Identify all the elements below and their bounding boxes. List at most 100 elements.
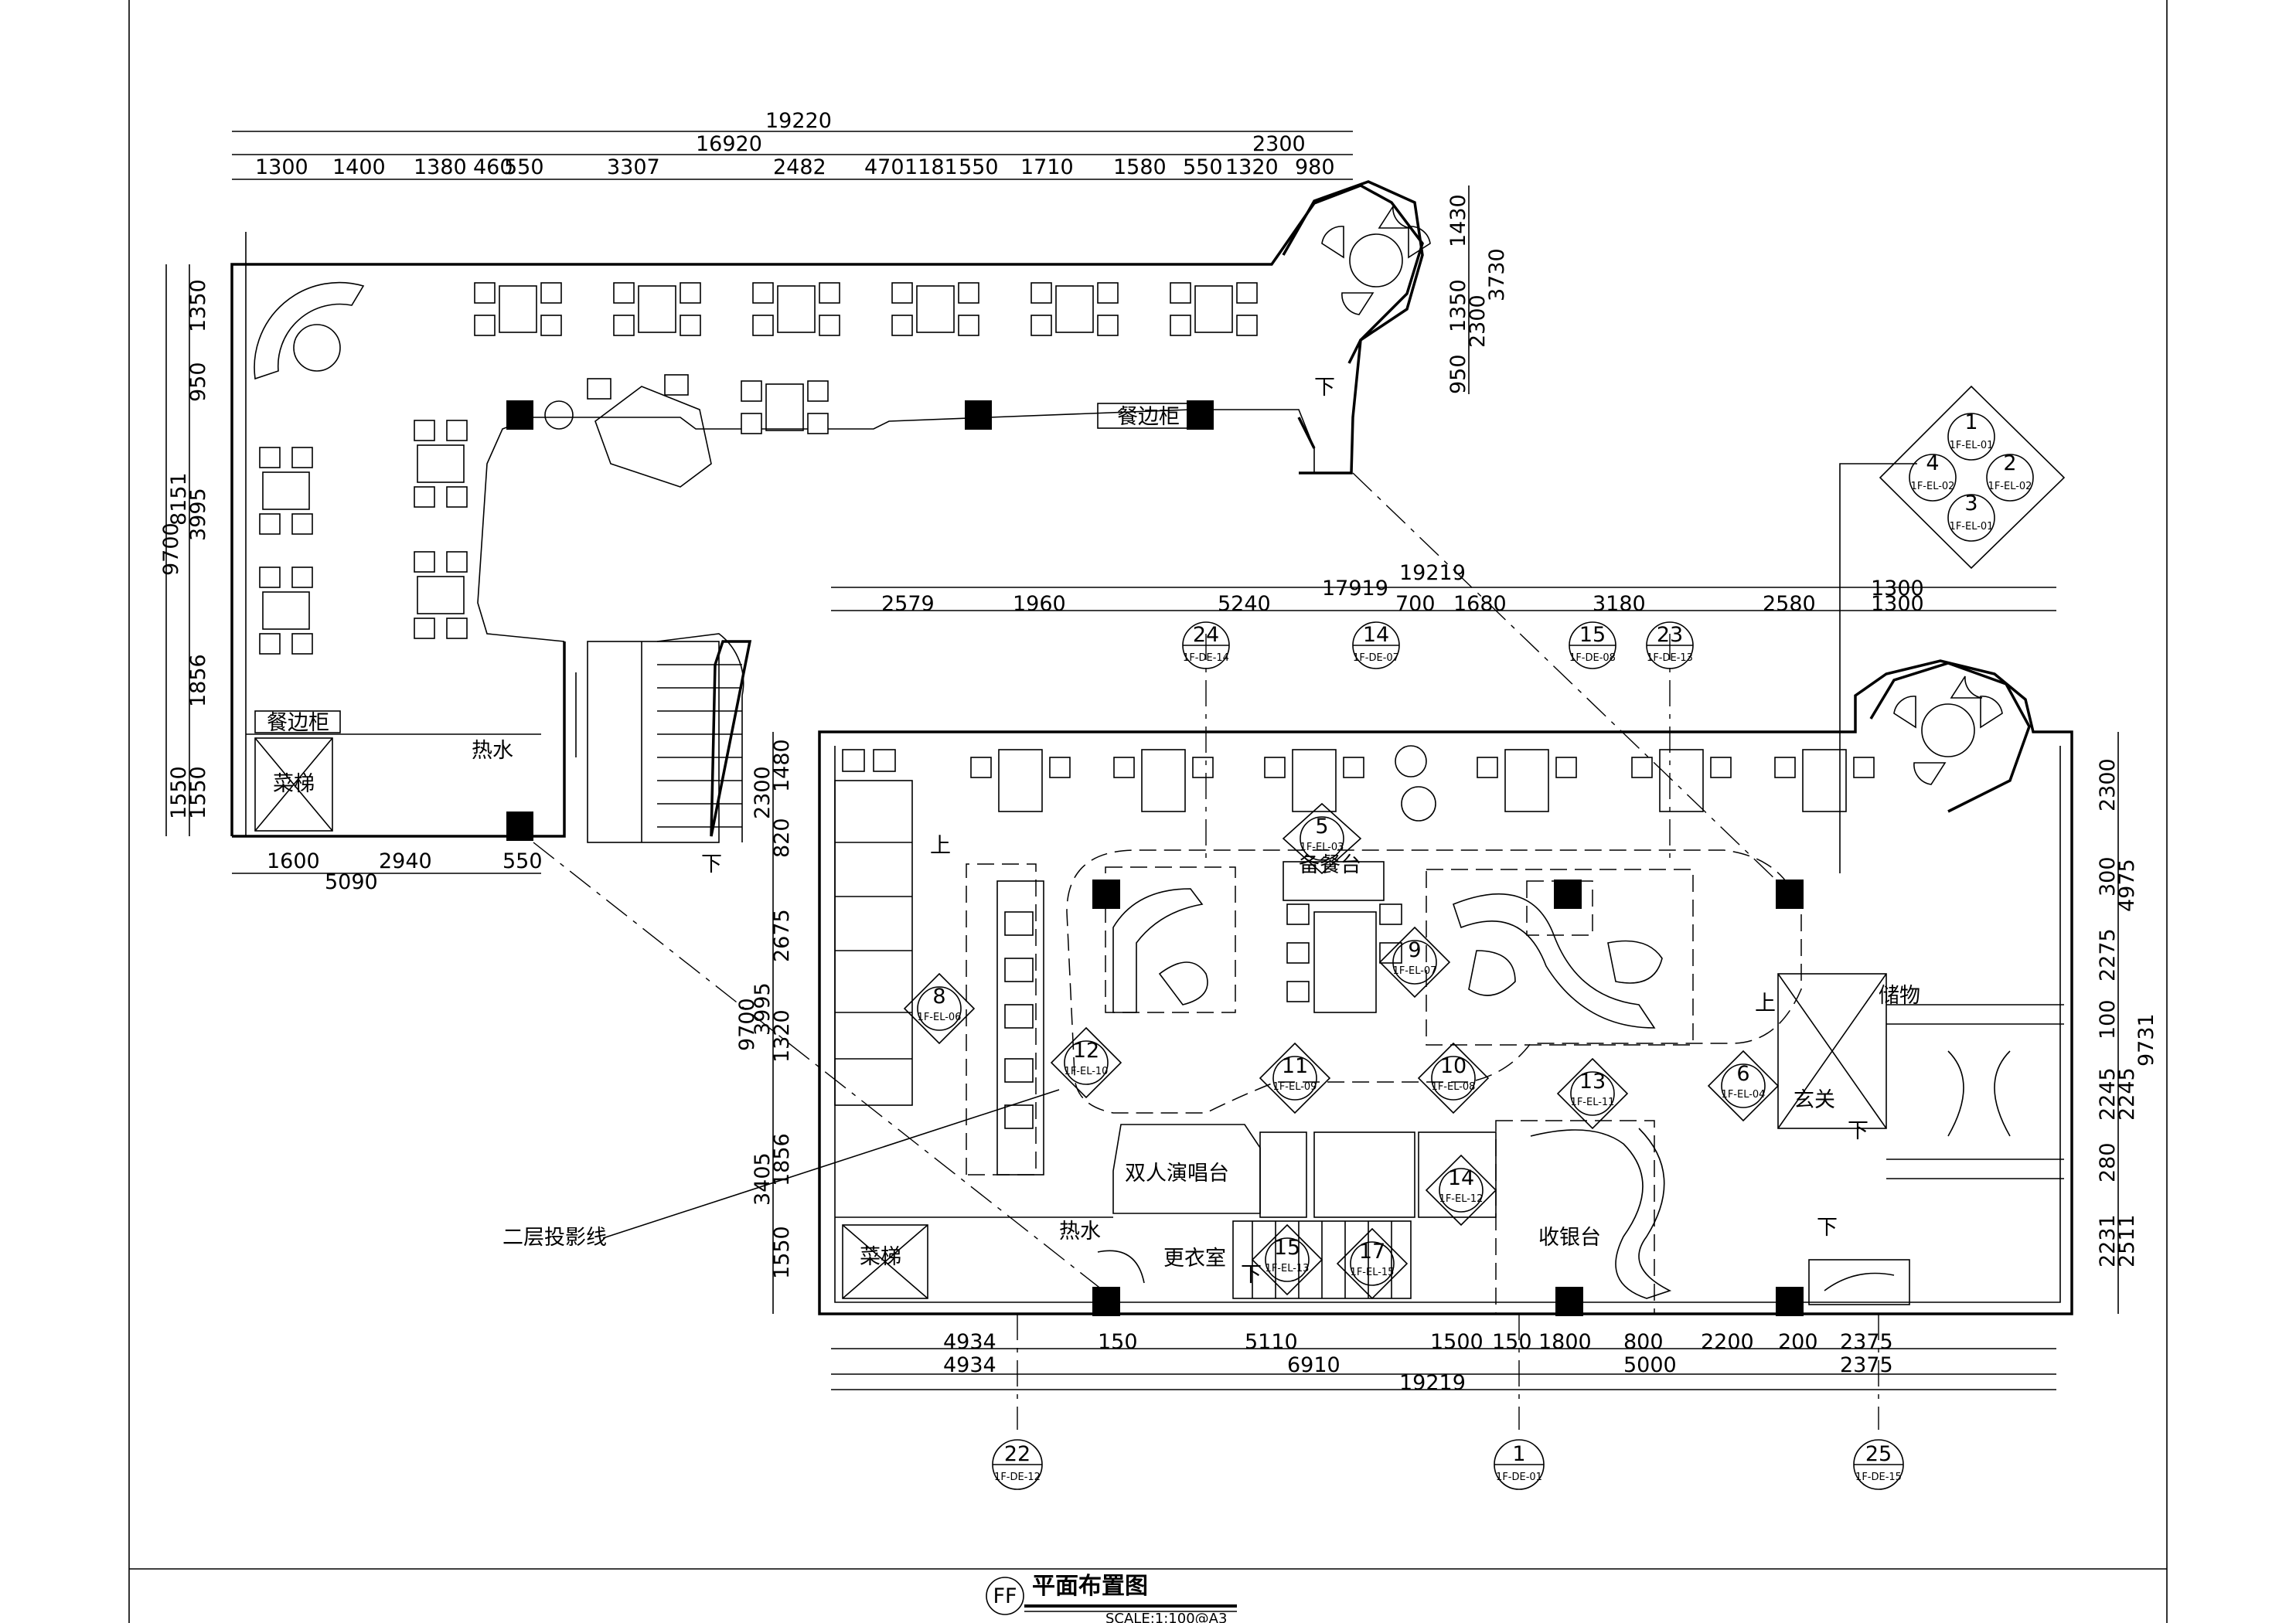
detail-ref: 1F-DE-13 <box>1647 652 1693 664</box>
entrance-label: 玄关 <box>1794 1088 1835 1112</box>
detail-ref: 1F-DE-15 <box>1855 1472 1902 1483</box>
upper-row3-dim: 1300 <box>255 155 308 179</box>
detail-ref: 1F-DE-01 <box>1496 1472 1542 1483</box>
up-mark: 上 <box>1755 992 1776 1016</box>
down-mark: 下 <box>1314 376 1335 400</box>
upper-right-col-dim: 2300 <box>1466 294 1490 348</box>
hot-water-lower-label: 热水 <box>1059 1220 1101 1244</box>
lower-bottom1-dim: 5110 <box>1245 1330 1298 1354</box>
lower-bottom1-dim: 2200 <box>1701 1330 1754 1354</box>
lower-floor-plan: 备餐台 双人演唱台 <box>544 400 2073 1316</box>
cashier-area: 收银台 <box>1495 1120 1672 1315</box>
lower-left-col-dim: 1320 <box>770 1009 794 1063</box>
key-ref: 1F-EL-02 <box>1911 481 1955 492</box>
lower-bottom1-dim: 2375 <box>1840 1330 1893 1354</box>
upper-row3-dim: 1380 <box>414 155 467 179</box>
lower-left-col-dim: 2675 <box>770 909 794 962</box>
lower-row3-dim: 2580 <box>1763 592 1816 616</box>
lower-right-col-dim: 4975 <box>2115 859 2139 912</box>
drawing-title-block: FF 平面布置图 SCALE:1:100@A3 <box>986 1573 1237 1623</box>
upper-row3-dim: 1400 <box>332 155 386 179</box>
upper-left-col-dim: 950 <box>186 362 210 402</box>
lower-right-col-dim: 2275 <box>2096 928 2120 982</box>
title-badge: FF <box>993 1584 1017 1608</box>
lower-bottom2-dim: 5000 <box>1623 1353 1677 1377</box>
lower-row3-dim: 5240 <box>1218 592 1271 616</box>
key-ref: 1F-EL-02 <box>1988 481 2032 492</box>
detail-number: 15 <box>1579 623 1606 647</box>
tag-number: 11 <box>1282 1054 1308 1078</box>
lower-row3-dim: 1300 <box>1871 592 1924 616</box>
lower-row3-dim: 1680 <box>1453 592 1507 616</box>
lower-row3-dim: 1960 <box>1013 592 1066 616</box>
down-mark: 下 <box>1817 1216 1838 1240</box>
key-ref: 1F-EL-01 <box>1950 521 1994 532</box>
tag-ref: 1F-EL-07 <box>1393 965 1437 977</box>
projection-line-label: 二层投影线 <box>502 1226 607 1250</box>
detail-ref: 1F-DE-07 <box>1353 652 1399 664</box>
detail-number: 25 <box>1865 1442 1892 1466</box>
lower-octagon-room <box>1869 662 2031 813</box>
dumbwaiter-upper-label: 菜梯 <box>273 772 315 796</box>
upper-left-col-dim: 1550 <box>167 766 191 819</box>
detail-ref: 1F-DE-08 <box>1569 652 1616 664</box>
lower-bottom2-dim: 4934 <box>943 1353 996 1377</box>
sideboard-top-label: 餐边柜 <box>1117 405 1180 429</box>
lower-right-col-dim: 300 <box>2096 856 2120 897</box>
lower-bottom1-dim: 150 <box>1492 1330 1532 1354</box>
tag-ref: 1F-EL-09 <box>1273 1081 1317 1093</box>
lower-right-col-dim: 100 <box>2096 999 2120 1039</box>
lower-dimensions: 19219 17919 1300 2579 1960 5240 700 1680… <box>735 561 2158 1395</box>
upper-bottom-dim: 1600 <box>267 849 320 873</box>
sheet-frame <box>128 0 2168 1623</box>
detail-number: 14 <box>1363 623 1389 647</box>
lower-overall-dim: 19219 <box>1399 561 1466 585</box>
upper-right-col-dim: 1430 <box>1446 194 1470 247</box>
lower-left-col-dim: 3405 <box>751 1152 775 1206</box>
upper-row3-dim: 1580 <box>1113 155 1167 179</box>
key-number: 4 <box>1926 451 1939 475</box>
upper-row3-dim: 460 <box>473 155 513 179</box>
lower-left-col-dim: 1856 <box>770 1133 794 1186</box>
lower-left-col-dim: 1480 <box>770 739 794 792</box>
upper-right-col-dim: 950 <box>1446 354 1470 394</box>
upper-bottom-total-dim: 5090 <box>325 870 378 894</box>
stage: 双人演唱台 <box>1112 1124 1261 1214</box>
lower-row3-dim: 2579 <box>881 592 935 616</box>
upper-left-col-dim: 1550 <box>186 766 210 819</box>
lower-bottom1-dim: 200 <box>1778 1330 1818 1354</box>
upper-row3-dim: 550 <box>959 155 999 179</box>
tag-number: 12 <box>1073 1039 1099 1063</box>
cashier-label: 收银台 <box>1538 1226 1601 1250</box>
tag-ref: 1F-EL-12 <box>1439 1193 1484 1205</box>
upper-stair <box>575 633 744 843</box>
tag-number: 14 <box>1448 1166 1474 1190</box>
lower-right-col-dim: 2245 <box>2115 1067 2139 1121</box>
tag-ref: 1F-EL-13 <box>1266 1263 1310 1274</box>
tag-ref: 1F-EL-04 <box>1722 1089 1766 1101</box>
up-mark: 上 <box>930 834 951 858</box>
tag-ref: 1F-EL-15 <box>1351 1267 1395 1278</box>
key-number: 1 <box>1964 410 1977 434</box>
upper-left-mid-dim: 8151 <box>167 472 191 526</box>
detail-ref: 1F-DE-12 <box>994 1472 1041 1483</box>
lower-right-col-dim: 2511 <box>2115 1214 2139 1267</box>
upper-row3-dim: 3307 <box>607 155 660 179</box>
lower-bottom1-dim: 800 <box>1623 1330 1664 1354</box>
upper-row3-dim: 980 <box>1295 155 1335 179</box>
lower-right-col-dim: 2231 <box>2096 1214 2120 1267</box>
down-mark: 下 <box>701 852 722 876</box>
upper-right-col-dim: 1350 <box>1446 279 1470 332</box>
lower-bottom1-dim: 150 <box>1098 1330 1138 1354</box>
upper-left-col-dim: 1350 <box>186 279 210 332</box>
lower-left-col-dim: 3995 <box>751 982 775 1036</box>
tag-number: 17 <box>1359 1240 1385 1264</box>
upper-right-seg-dim: 2300 <box>1252 132 1306 156</box>
lower-right-total-dim: 9731 <box>2134 1013 2158 1067</box>
key-ref: 1F-EL-01 <box>1950 440 1994 451</box>
tag-number: 5 <box>1315 815 1328 839</box>
detail-tags: 24 1F-DE-14 14 1F-DE-07 15 1F-DE-08 23 1… <box>992 621 1904 1490</box>
upper-row3-dim: 1320 <box>1225 155 1279 179</box>
lower-bottom2-dim: 2375 <box>1840 1353 1893 1377</box>
lower-bottom1-dim: 1500 <box>1430 1330 1484 1354</box>
